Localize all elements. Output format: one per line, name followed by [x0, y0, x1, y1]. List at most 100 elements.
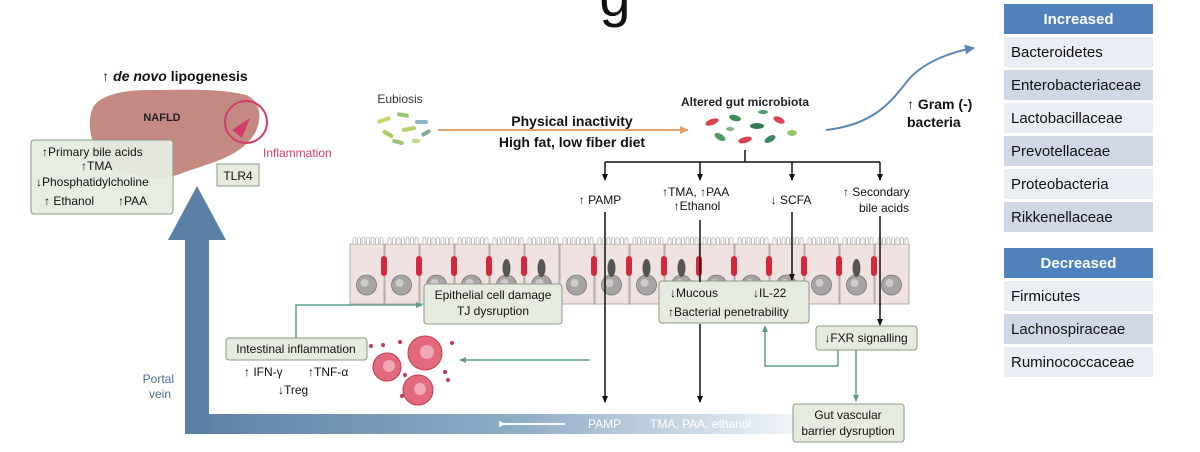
- microvilli: [772, 237, 804, 244]
- cell-nucleus-highlight: [815, 279, 824, 287]
- portal-vein-label: Portal vein: [143, 372, 178, 401]
- goblet-cell: [677, 259, 686, 277]
- phosphatidylcholine: ↓Phosphatidylcholine: [36, 175, 149, 189]
- tnf-alpha: ↑TNF-α: [308, 365, 348, 379]
- inflammation-label: Inflammation: [263, 146, 332, 160]
- microvilli: [352, 237, 384, 244]
- tlr4-box: [216, 163, 260, 187]
- tight-junction: [626, 256, 632, 276]
- decreased-row: Ruminococcaceae: [1004, 347, 1153, 377]
- cell-nucleus-highlight: [605, 279, 614, 287]
- increased-row: Enterobacteriaceae: [1004, 70, 1153, 100]
- fxr-box: [815, 325, 918, 351]
- epithelial-damage-box: [423, 283, 563, 325]
- tight-junction: [381, 256, 387, 276]
- tight-junction: [836, 256, 842, 276]
- altered-microbiota-label: Altered gut microbiota: [681, 95, 809, 109]
- tight-junction: [696, 256, 702, 276]
- tight-junction: [521, 256, 527, 276]
- il22-text: ↓IL-22: [753, 286, 787, 300]
- microvilli: [877, 237, 909, 244]
- microvilli: [527, 237, 559, 244]
- mucous-text: ↓Mucous: [670, 286, 718, 300]
- increased-row: Rikkenellaceae: [1004, 202, 1153, 232]
- microvilli: [702, 237, 734, 244]
- microvilli: [492, 237, 524, 244]
- goblet-cell: [537, 259, 546, 277]
- increased-row: Bacteroidetes: [1004, 37, 1153, 67]
- tma-paa-product: ↑TMA, ↑PAA ↑Ethanol: [662, 185, 732, 213]
- feedback-arrows: [295, 302, 859, 402]
- mucous-box: [658, 280, 810, 324]
- penetrability-text: ↑Bacterial penetrability: [668, 305, 789, 319]
- microvilli: [597, 237, 629, 244]
- ethanol-liver: ↑ Ethanol: [44, 194, 94, 208]
- tight-junction: [731, 256, 737, 276]
- primary-bile-acids: ↑Primary bile acids: [42, 145, 143, 159]
- cell-nucleus-highlight: [850, 279, 859, 287]
- cause-diet: High fat, low fiber diet: [499, 134, 646, 150]
- tight-junction: [766, 256, 772, 276]
- tight-junction: [451, 256, 457, 276]
- portal-vein-flow: [168, 186, 795, 434]
- lipogenesis-label: ↑ de novo lipogenesis: [102, 68, 248, 84]
- pamp-product: ↑ PAMP: [579, 193, 621, 207]
- goblet-cell: [502, 259, 511, 277]
- increased-row: Prevotellaceae: [1004, 136, 1153, 166]
- increased-row: Lactobacillaceae: [1004, 103, 1153, 133]
- increased-row: Proteobacteria: [1004, 169, 1153, 199]
- altered-bacteria: [705, 110, 797, 144]
- epithelial-damage-text: Epithelial cell damage: [435, 288, 552, 302]
- goblet-cell: [852, 259, 861, 277]
- cell-nucleus-highlight: [570, 279, 579, 287]
- tlr4-label: TLR4: [223, 169, 253, 183]
- decreased-table: Decreased Firmicutes Lachnospiraceae Rum…: [1004, 248, 1153, 377]
- microvilli: [737, 237, 769, 244]
- liver-metabolites-box: [30, 139, 174, 215]
- cell-nucleus-highlight: [360, 279, 369, 287]
- product-arrows: [602, 212, 883, 403]
- cell-nucleus-highlight: [395, 279, 404, 287]
- treg: ↓Treg: [278, 383, 308, 397]
- intestinal-inflammation-text: Intestinal inflammation: [236, 342, 355, 356]
- goblet-cell: [607, 259, 616, 277]
- eubiosis-bacteria: [377, 112, 431, 146]
- tma-liver: ↑TMA: [81, 159, 112, 173]
- product-branches: [602, 150, 883, 181]
- gram-negative-arrow: [825, 44, 975, 131]
- decreased-header: Decreased: [1004, 248, 1153, 278]
- vascular-line2: barrier dysruption: [801, 424, 894, 438]
- flow-pamp-label: PAMP: [588, 417, 621, 431]
- microvilli: [422, 237, 454, 244]
- gram-negative-label: ↑ Gram (-) bacteria: [907, 96, 976, 130]
- goblet-cell: [642, 259, 651, 277]
- decreased-row: Firmicutes: [1004, 281, 1153, 311]
- tj-dysruption-text: TJ dysruption: [457, 304, 529, 318]
- inflammation-spot: [232, 118, 250, 138]
- fxr-text: ↓FXR signalling: [824, 331, 907, 345]
- nafld-label: NAFLD: [143, 112, 180, 124]
- microvilli: [632, 237, 664, 244]
- tight-junction: [416, 256, 422, 276]
- secondary-bile-acids-product: ↑ Secondary bile acids: [843, 185, 913, 215]
- tight-junction: [871, 256, 877, 276]
- increased-header: Increased: [1004, 4, 1153, 34]
- paa-liver: ↑PAA: [118, 194, 147, 208]
- ifn-gamma: ↑ IFN-γ: [244, 365, 283, 379]
- microvilli: [667, 237, 699, 244]
- partial-title: g: [599, 0, 630, 28]
- flow-others-label: TMA, PAA, ethanol: [650, 417, 751, 431]
- inflammation-circle: [224, 100, 268, 144]
- microvilli: [807, 237, 839, 244]
- cause-physical-inactivity: Physical inactivity: [511, 113, 633, 129]
- eubiosis-label: Eubiosis: [377, 92, 422, 106]
- vascular-barrier-box: [792, 403, 905, 443]
- tight-junction: [591, 256, 597, 276]
- vascular-line1: Gut vascular: [814, 408, 881, 422]
- tight-junction: [486, 256, 492, 276]
- increased-table: Increased Bacteroidetes Enterobacteriace…: [1004, 4, 1153, 232]
- microvilli: [457, 237, 489, 244]
- decreased-row: Lachnospiraceae: [1004, 314, 1153, 344]
- tight-junction: [801, 256, 807, 276]
- cell-nucleus-highlight: [640, 279, 649, 287]
